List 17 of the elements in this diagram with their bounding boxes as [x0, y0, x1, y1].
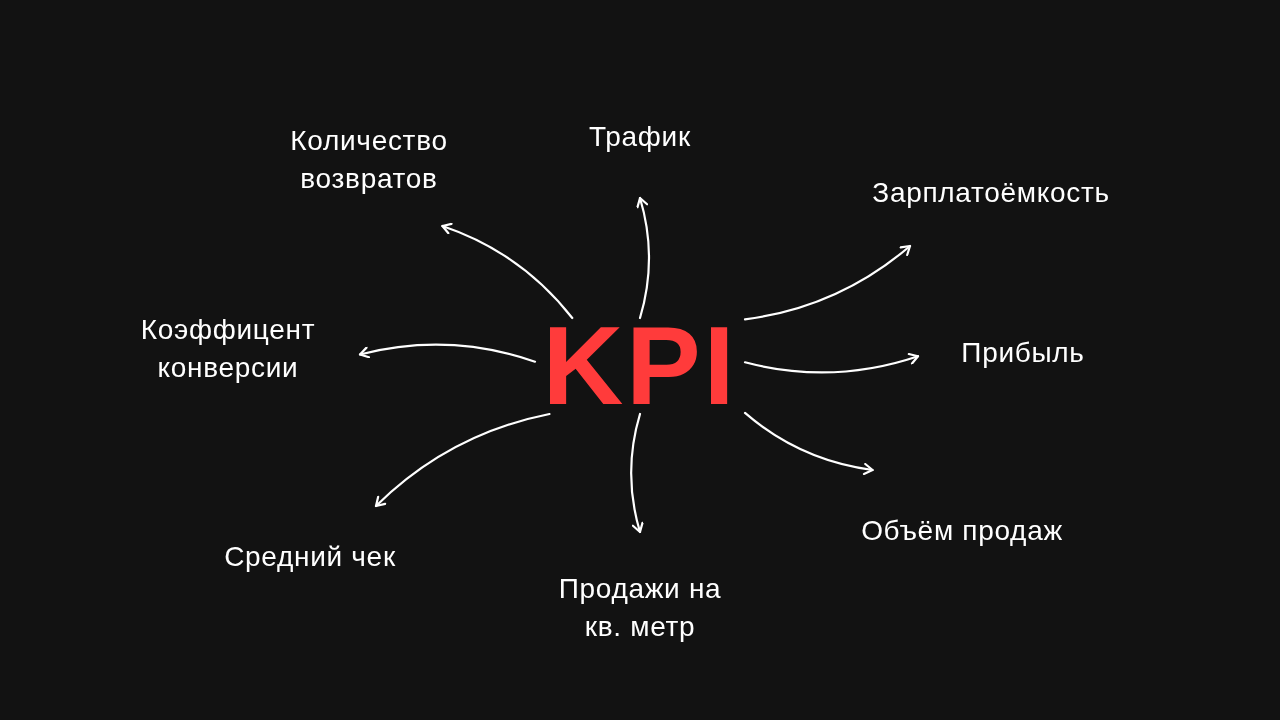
arrow	[441, 222, 574, 320]
arrow	[374, 412, 551, 508]
arrow	[358, 343, 537, 363]
kpi-title: KPI	[542, 310, 738, 422]
kpi-label: Зарплатоёмкость	[872, 176, 1110, 210]
kpi-label: Средний чек	[224, 540, 396, 574]
kpi-label: Трафик	[589, 120, 691, 154]
arrow	[636, 196, 651, 320]
arrow	[743, 244, 912, 321]
kpi-label: Коэффицент конверсии	[139, 313, 317, 385]
arrow	[743, 352, 920, 374]
kpi-label: Продажи на кв. метр	[557, 572, 723, 644]
kpi-label: Объём продаж	[861, 514, 1063, 548]
arrow	[630, 412, 644, 534]
kpi-label: Количество возвратов	[289, 124, 449, 196]
arrow	[743, 411, 874, 475]
kpi-label: Прибыль	[961, 335, 1085, 370]
